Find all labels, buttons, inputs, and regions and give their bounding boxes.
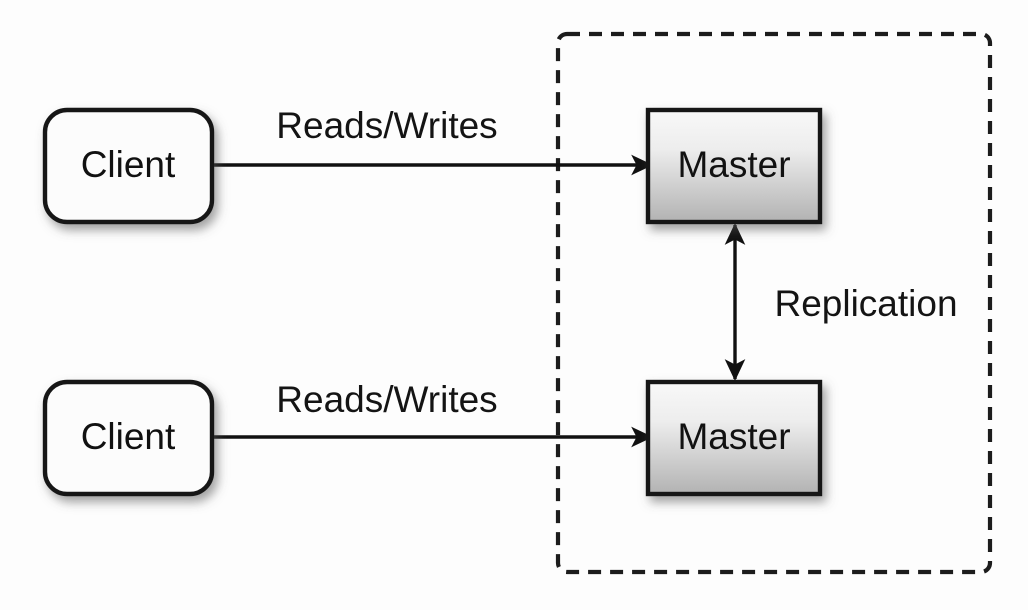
client-top-shape — [42, 107, 215, 225]
master-bottom-label: Master — [677, 416, 790, 457]
node-master-top[interactable]: Master — [645, 107, 823, 225]
client-bottom-label: Client — [81, 416, 176, 457]
replication-cluster-boundary — [555, 31, 993, 575]
edge-label-replication: Replication — [774, 283, 957, 324]
node-master-bottom[interactable]: Master — [645, 379, 823, 497]
client-top-label: Client — [81, 144, 176, 185]
edge-label-reads-writes-top: Reads/Writes — [276, 105, 497, 146]
master-top-shape — [645, 107, 823, 225]
master-bottom-shape — [645, 379, 823, 497]
client-bottom-shape — [42, 379, 215, 497]
node-client-top[interactable]: Client — [42, 107, 215, 225]
edge-label-reads-writes-bottom: Reads/Writes — [276, 379, 497, 420]
node-client-bottom[interactable]: Client — [42, 379, 215, 497]
master-top-label: Master — [677, 144, 790, 185]
